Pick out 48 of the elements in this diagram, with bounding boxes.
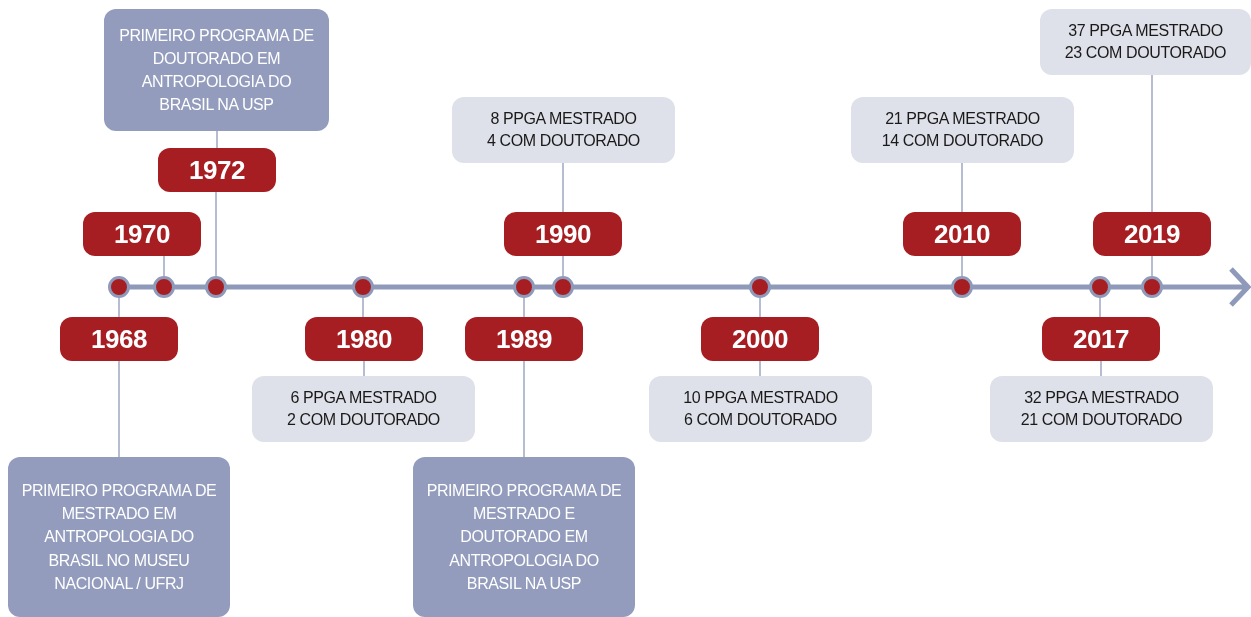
year-badge: 2017 [1042, 317, 1160, 361]
milestone-card: PRIMEIRO PROGRAMA DE MESTRADO EM ANTROPOLOGIA DO BRASIL NO MUSEU NACIONAL / UFRJ [8, 457, 230, 617]
timeline-dot [1141, 276, 1163, 298]
timeline-dot [552, 276, 574, 298]
timeline-dot [352, 276, 374, 298]
connector-line [961, 162, 963, 213]
timeline-dot [205, 276, 227, 298]
connector-line [118, 360, 120, 458]
milestone-card: PRIMEIRO PROGRAMA DE DOUTORADO EM ANTROPOLOGIA DO BRASIL NA USP [104, 9, 329, 131]
year-badge: 1972 [158, 148, 276, 192]
timeline-dot [513, 276, 535, 298]
year-badge: 2019 [1093, 212, 1211, 256]
timeline-dot [951, 276, 973, 298]
connector-line [961, 255, 963, 277]
connector-line [759, 360, 761, 377]
timeline-dot [153, 276, 175, 298]
connector-line [362, 297, 364, 318]
year-badge: 1980 [305, 317, 423, 361]
connector-line [523, 360, 525, 458]
connector-line [562, 162, 564, 213]
connector-line [523, 297, 525, 318]
connector-line [1100, 360, 1102, 377]
year-badge: 1990 [504, 212, 622, 256]
year-badge: 2010 [903, 212, 1021, 256]
connector-line [216, 130, 218, 149]
milestone-card: PRIMEIRO PROGRAMA DE MESTRADO E DOUTORADO EM ANTROPOLOGIA DO BRASIL NA USP [413, 457, 635, 617]
timeline-dot [1089, 276, 1111, 298]
count-card: 8 PPGA MESTRADO 4 COM DOUTORADO [452, 97, 675, 163]
connector-line [562, 255, 564, 277]
connector-line [118, 297, 120, 318]
connector-line [1151, 74, 1153, 213]
connector-line [759, 297, 761, 318]
count-card: 10 PPGA MESTRADO 6 COM DOUTORADO [649, 376, 872, 442]
year-badge: 1968 [60, 317, 178, 361]
year-badge: 2000 [701, 317, 819, 361]
connector-line [215, 191, 217, 277]
connector-line [1151, 255, 1153, 277]
connector-line [1099, 297, 1101, 318]
count-card: 32 PPGA MESTRADO 21 COM DOUTORADO [990, 376, 1213, 442]
year-badge: 1989 [465, 317, 583, 361]
connector-line [363, 360, 365, 377]
count-card: 21 PPGA MESTRADO 14 COM DOUTORADO [851, 97, 1074, 163]
count-card: 6 PPGA MESTRADO 2 COM DOUTORADO [252, 376, 475, 442]
connector-line [163, 255, 165, 277]
timeline-dot [108, 276, 130, 298]
year-badge: 1970 [83, 212, 201, 256]
count-card: 37 PPGA MESTRADO 23 COM DOUTORADO [1040, 9, 1251, 75]
timeline-dot [749, 276, 771, 298]
